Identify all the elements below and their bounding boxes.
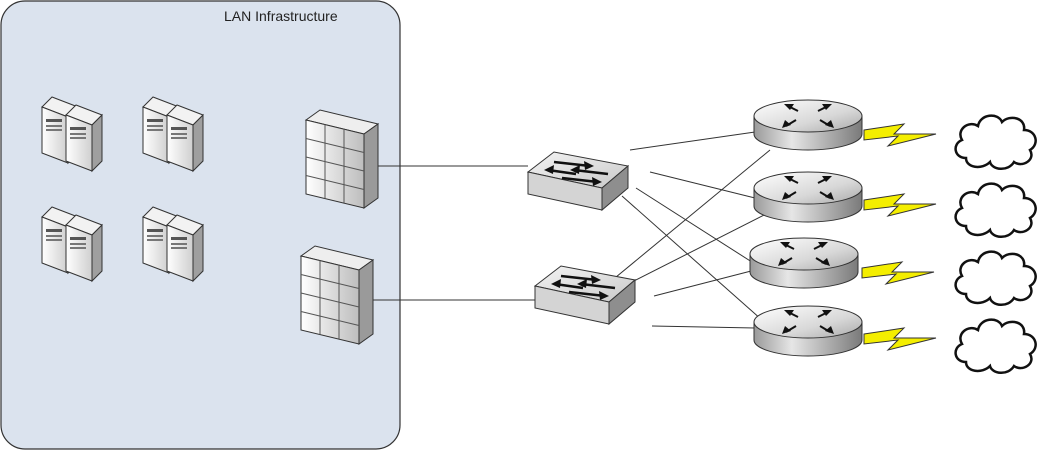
switch-icon [533, 264, 637, 326]
link-switch1-router3 [635, 187, 756, 265]
link-switch2-router2 [631, 211, 771, 283]
cloud-icon [954, 250, 1037, 307]
link-switch2-router3 [653, 269, 756, 297]
cloud-icon [954, 182, 1037, 239]
lightning-bolt-icon [861, 261, 935, 285]
firewall-icon [300, 245, 374, 345]
link-switch2-router1 [609, 149, 771, 283]
router-icon [753, 305, 863, 357]
link-switch1-router1 [629, 131, 756, 151]
lightning-bolt-icon [863, 193, 937, 217]
router-icon [749, 237, 859, 289]
link-switch1-router4 [621, 195, 763, 321]
link-switch1-router2 [649, 171, 756, 199]
cloud-icon [954, 114, 1037, 171]
network-links [372, 131, 771, 329]
switch-icon [526, 150, 630, 212]
link-switch2-router4 [651, 325, 756, 329]
lightning-bolt-icon [863, 327, 937, 351]
lan-infrastructure-label: LAN Infrastructure [224, 8, 338, 24]
cloud-icon [954, 318, 1037, 375]
firewall-icon [305, 109, 379, 209]
router-icon [753, 99, 863, 151]
router-icon [753, 171, 863, 223]
lightning-bolt-icon [863, 123, 937, 147]
